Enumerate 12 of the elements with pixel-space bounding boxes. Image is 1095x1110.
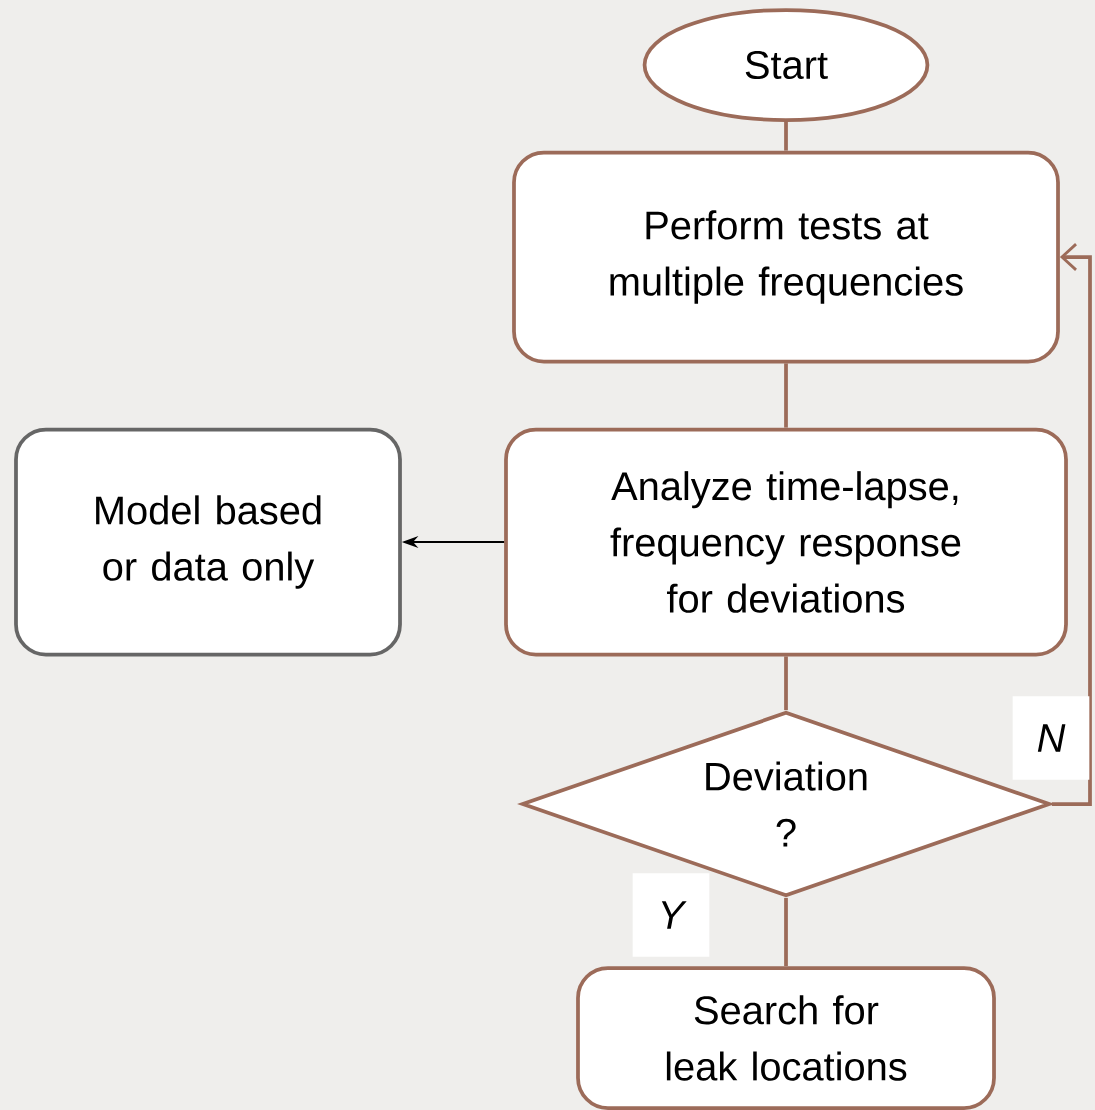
connector <box>784 363 788 428</box>
connector <box>1051 243 1092 806</box>
start-oval: Start <box>642 8 930 122</box>
process-box: Perform tests at multiple frequencies <box>512 150 1060 364</box>
process-box: Analyze time-lapse, frequency response for deviations <box>504 427 1068 657</box>
connector <box>784 897 788 967</box>
edge-label: N <box>1012 696 1090 780</box>
connector <box>784 121 788 151</box>
process-box: Search for leak locations <box>576 966 996 1110</box>
edge-label: Y <box>632 873 710 957</box>
process-box: Model based or data only <box>14 427 402 657</box>
connector <box>784 656 788 711</box>
